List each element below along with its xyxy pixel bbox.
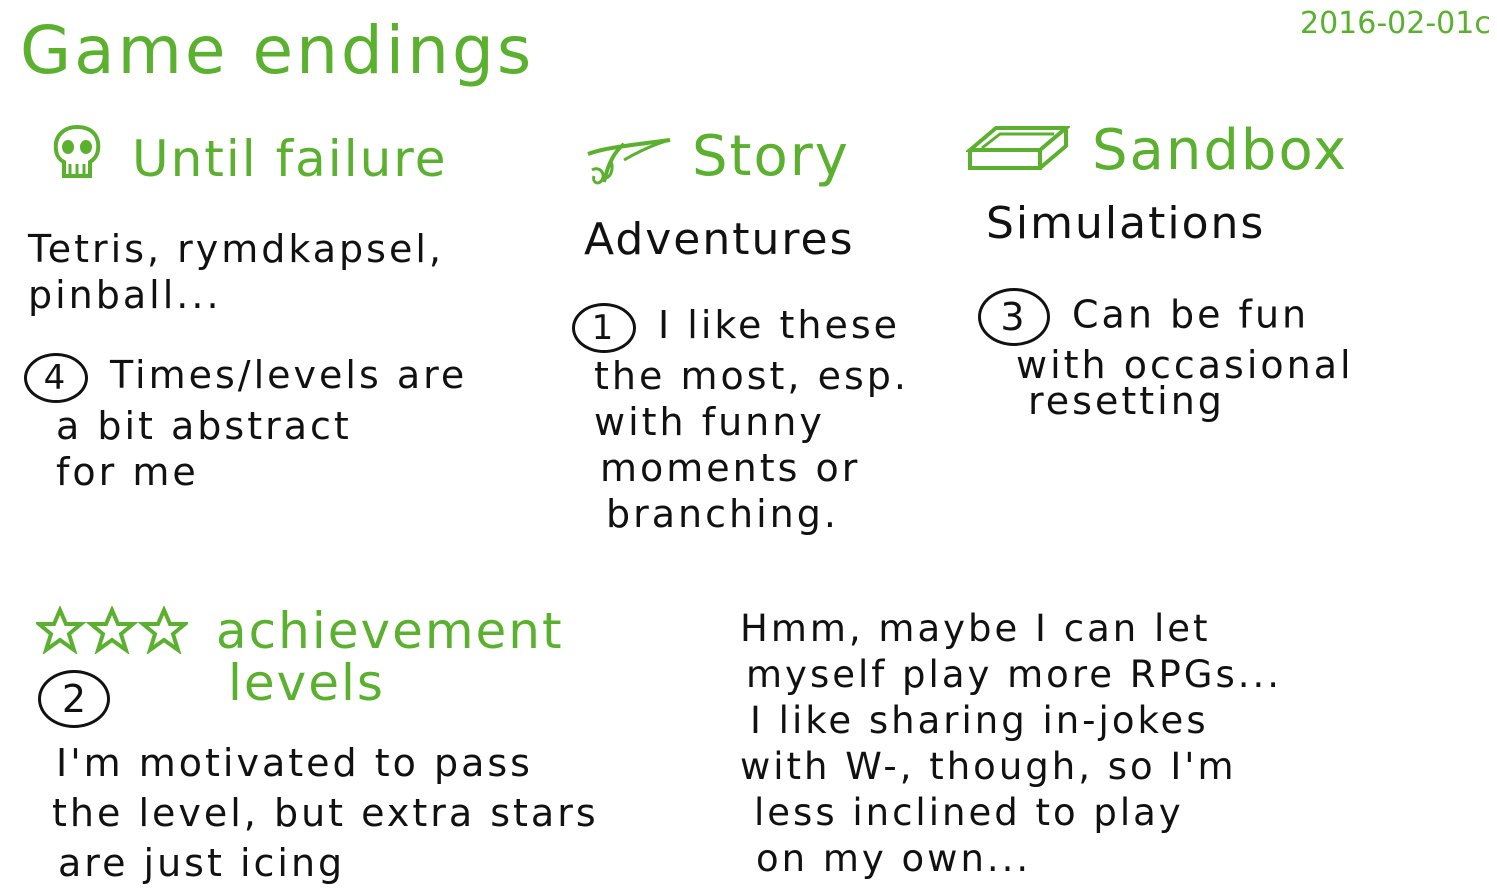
story-comment-line: branching.: [606, 491, 839, 536]
page-date: 2016-02-01c: [1300, 6, 1491, 41]
until-failure-examples: Tetris, rymdkapsel, pinball...: [28, 226, 444, 318]
rating-badge-achievement-wrap: 2: [38, 670, 110, 728]
sandbox-comment-line: Can be fun: [1072, 292, 1310, 337]
story-comment-line: moments or: [600, 445, 861, 490]
rating-badge-story: 1: [572, 302, 636, 353]
reflection-line: on my own...: [756, 837, 1032, 880]
until-failure-heading: Until failure: [132, 130, 448, 188]
until-failure-comment: 4 Times/levels are a bit abstract for me: [24, 352, 467, 495]
story-comment-line: with funny: [594, 399, 825, 444]
until-failure-comment-line: a bit abstract: [56, 403, 352, 448]
quill-icon: [587, 138, 671, 185]
story-heading: Story: [692, 124, 850, 189]
reflection-line: myself play more RPGs...: [746, 653, 1282, 696]
until-failure-comment-line: for me: [56, 449, 199, 494]
rating-badge-until-failure: 4: [24, 352, 88, 403]
three-stars-icon: [36, 606, 188, 654]
reflection-note: Hmm, maybe I can let myself play more RP…: [740, 606, 1282, 882]
story-examples: Adventures: [584, 214, 855, 265]
sandbox-examples: Simulations: [986, 198, 1266, 249]
achievement-heading: achievement: [216, 602, 564, 660]
story-comment-line: the most, esp.: [594, 353, 909, 398]
until-failure-comment-line: Times/levels are: [110, 353, 468, 397]
until-failure-example-line: Tetris, rymdkapsel,: [28, 227, 444, 271]
reflection-line: with W-, though, so I'm: [740, 745, 1237, 788]
achievement-comment: I'm motivated to pass the level, but ext…: [52, 738, 599, 888]
reflection-line: Hmm, maybe I can let: [740, 607, 1211, 650]
page-title: Game endings: [20, 12, 535, 89]
reflection-line: less inclined to play: [754, 791, 1184, 834]
story-comment-line: I like these: [658, 303, 901, 347]
achievement-heading-line-2: levels: [228, 654, 385, 712]
sandbox-comment-line: with occasional: [1016, 343, 1354, 387]
skull-icon: [53, 124, 101, 178]
sandbox-comment-line: resetting: [1028, 379, 1225, 423]
achievement-comment-line: I'm motivated to pass: [56, 741, 533, 785]
rating-badge-sandbox: 3: [978, 288, 1050, 346]
achievement-comment-line: are just icing: [58, 841, 346, 885]
reflection-line: I like sharing in-jokes: [750, 699, 1209, 742]
sandbox-icon: [966, 126, 1070, 170]
achievement-comment-line: the level, but extra stars: [52, 791, 599, 835]
sandbox-heading: Sandbox: [1092, 118, 1349, 183]
rating-badge-achievement: 2: [38, 670, 110, 728]
until-failure-example-line: pinball...: [28, 273, 222, 317]
sandbox-comment: 3 Can be fun with occasional resetting: [978, 288, 1354, 424]
